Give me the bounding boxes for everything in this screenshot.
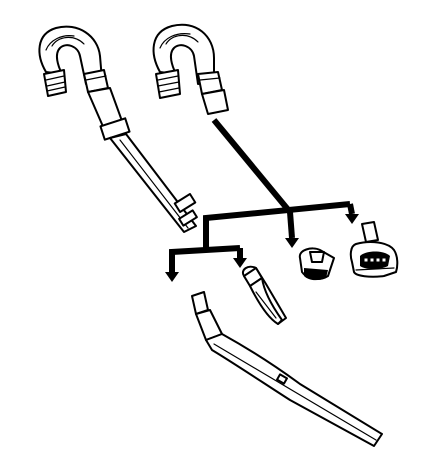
connector-lines bbox=[169, 118, 355, 272]
arrow-to-crevice-tool bbox=[233, 258, 247, 268]
dusting-brush bbox=[298, 247, 335, 281]
arrow-to-turbo-brush bbox=[345, 214, 359, 224]
extension-wand bbox=[191, 291, 383, 447]
arrow-heads bbox=[165, 214, 359, 282]
crevice-tool bbox=[242, 265, 287, 325]
hose-handle bbox=[152, 23, 229, 115]
hose-handle-with-wand bbox=[38, 25, 198, 233]
turbo-brush bbox=[349, 221, 399, 278]
arrow-to-extension-wand bbox=[165, 272, 179, 282]
arrow-to-dusting-brush bbox=[285, 238, 299, 248]
